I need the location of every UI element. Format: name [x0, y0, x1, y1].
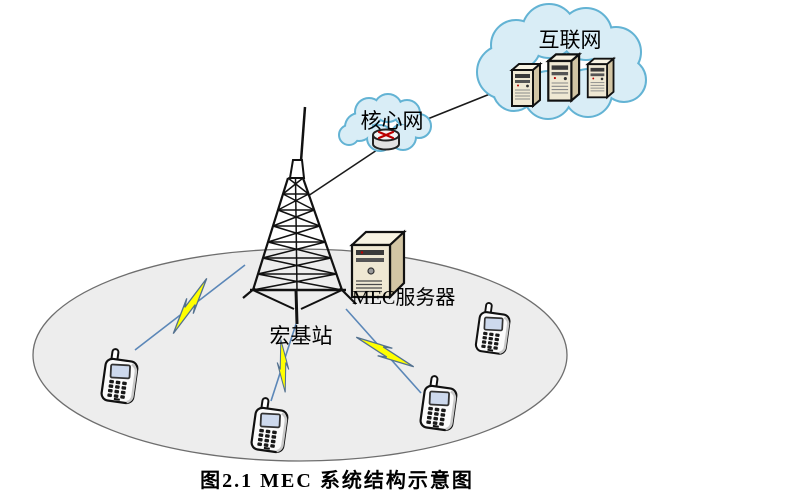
tower-lattice [251, 177, 344, 291]
router-icon [372, 128, 400, 151]
mec-server-icon [349, 229, 407, 300]
tower-to-core-line [307, 147, 381, 197]
mec-server-label: MEC服务器 [352, 287, 456, 309]
tower-cap [288, 159, 306, 179]
core-network-label: 核心网 [360, 109, 424, 133]
wireless-links [134, 264, 422, 402]
macro-base-station-label: 宏基站 [269, 324, 333, 348]
internet-cloud-icon [476, 3, 647, 120]
figure-caption: 图2.1 MEC 系统结构示意图 [200, 470, 474, 492]
tower-antenna [299, 106, 307, 162]
tower-base [242, 287, 357, 325]
core-network-cloud-icon [338, 93, 432, 152]
base-station-tower-icon [242, 106, 357, 325]
internet-label: 互联网 [538, 28, 602, 52]
